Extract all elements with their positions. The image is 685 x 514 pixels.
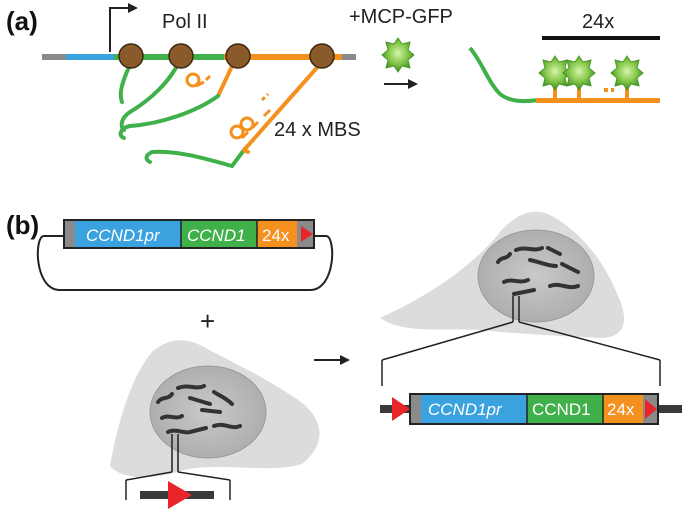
recombinant-nucleus <box>477 229 595 323</box>
plasmid-box-repeat: 24x <box>262 226 290 245</box>
host-loxp-icon <box>168 481 192 509</box>
panel-a-label: (a) <box>6 6 38 36</box>
integrated-loxp-right-icon <box>645 399 657 419</box>
plus-sign: + <box>200 306 215 336</box>
dna-template <box>42 54 356 60</box>
host-cell <box>110 340 320 478</box>
integrated-box-promoter: CCND1pr <box>428 400 503 419</box>
pol-ii-label: Pol II <box>162 11 208 33</box>
nascent-transcripts <box>118 58 324 168</box>
integrated-box-gene: CCND1 <box>532 400 591 419</box>
host-locus-zoom <box>125 434 231 500</box>
mcp-gfp-label: +MCP-GFP <box>349 6 453 28</box>
promoter-segment <box>66 54 114 60</box>
pol-ii-complexes <box>118 43 335 69</box>
reaction-arrow-a <box>384 79 418 89</box>
integrated-loxp-left-icon <box>392 397 410 421</box>
repeat-segment <box>224 54 342 60</box>
integrated-box-repeat: 24x <box>607 400 635 419</box>
reaction-arrow-b <box>314 355 350 365</box>
labeled-mrna <box>468 36 660 104</box>
panel-b-label: (b) <box>6 210 39 240</box>
plasmid-construct: CCND1pr CCND1 24x <box>36 219 334 291</box>
repeat-count-label: 24x <box>582 11 614 33</box>
host-locus <box>140 481 214 509</box>
plasmid-box-promoter: CCND1pr <box>86 226 161 245</box>
transcription-start-arrow <box>109 3 138 52</box>
loxp-site-icon <box>301 226 313 242</box>
ms2-stem-loops <box>185 72 272 140</box>
integrated-construct: CCND1pr CCND1 24x <box>380 393 682 425</box>
mbs-label: 24 x MBS <box>274 119 361 141</box>
repeat-scale-bar <box>542 36 660 40</box>
recombinant-locus-zoom <box>381 296 661 386</box>
host-chromosomes <box>156 384 242 435</box>
plasmid-box-gene: CCND1 <box>187 226 246 245</box>
gfp-protein-icon <box>381 37 415 73</box>
recombinant-cell <box>380 211 624 338</box>
recombinant-chromosomes <box>496 246 580 296</box>
